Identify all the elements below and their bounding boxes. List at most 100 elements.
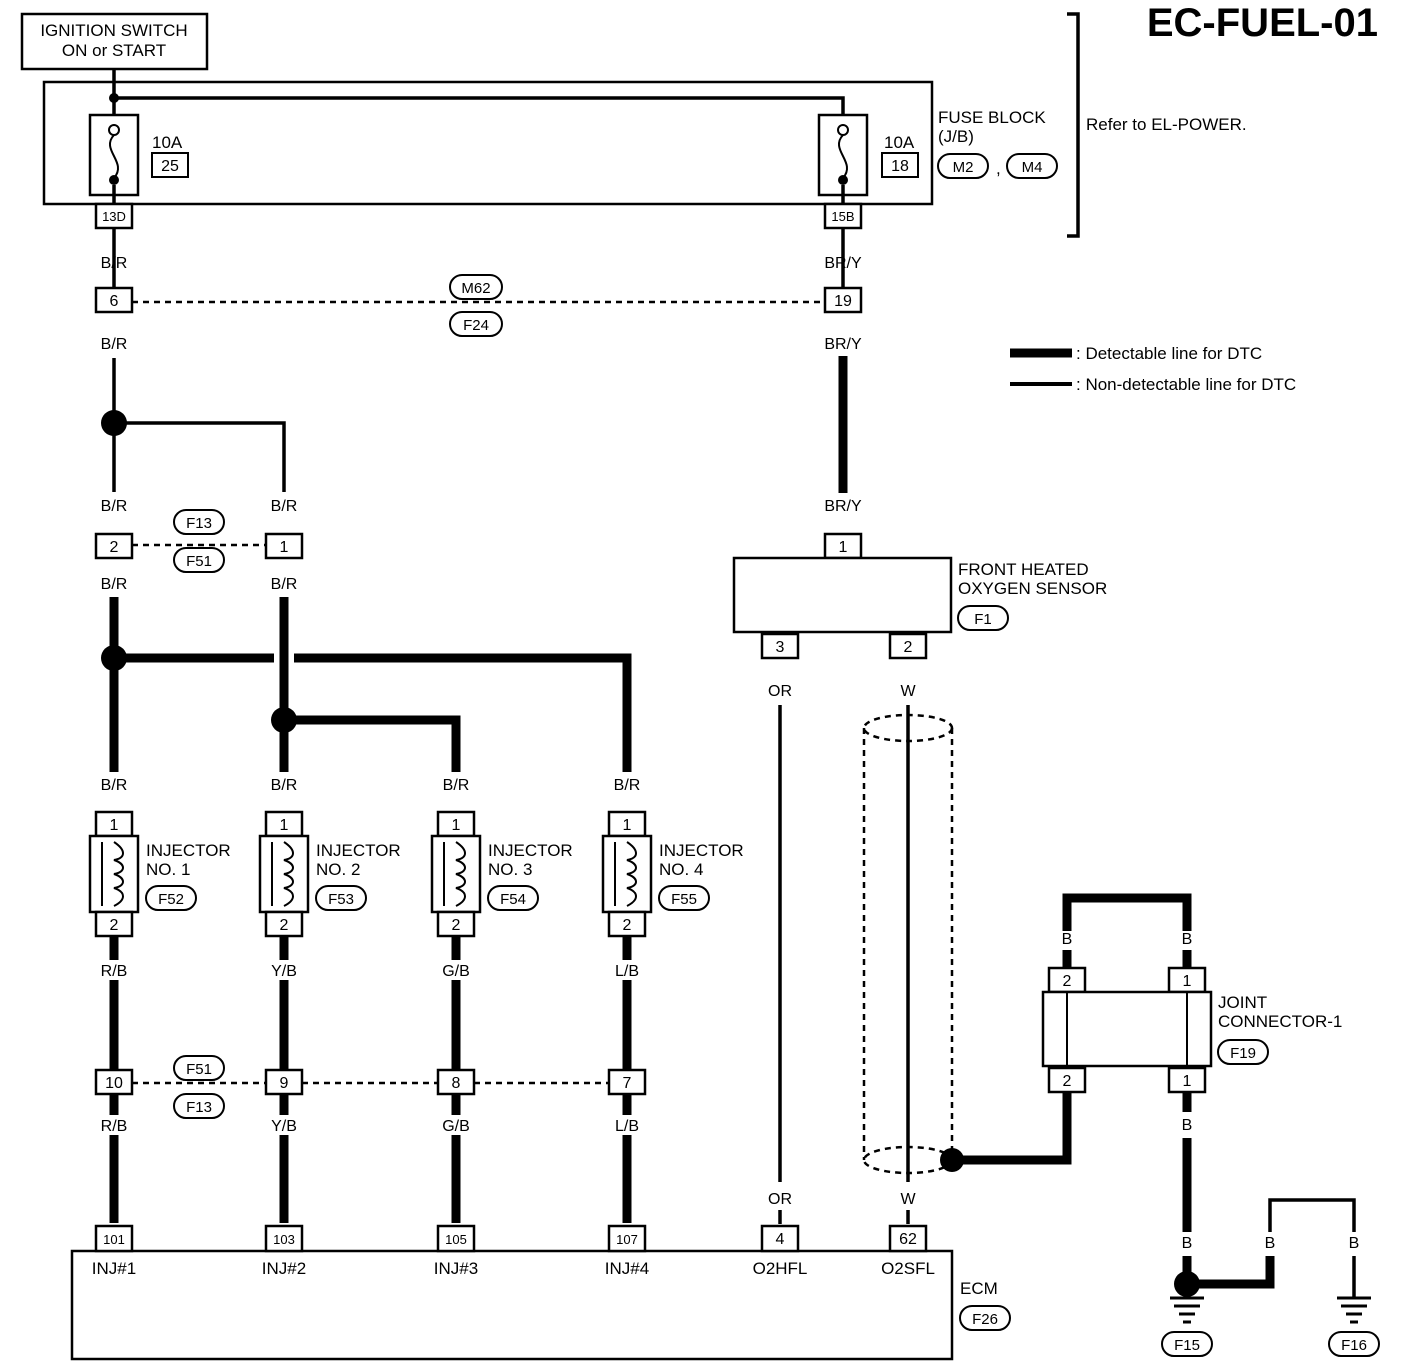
inj4-label-line2: NO. 4 xyxy=(659,860,703,879)
m62-pin-right: 19 xyxy=(834,293,852,310)
conn-f13-upper: F13 xyxy=(186,515,212,532)
ignition-label-line1: IGNITION SWITCH xyxy=(40,21,187,40)
f51-pin-9: 9 xyxy=(280,1075,289,1092)
legend-non-detectable: : Non-detectable line for DTC xyxy=(1076,375,1296,394)
gnd-wire-b-2: B xyxy=(1182,1235,1193,1252)
inj1-label-line2: NO. 1 xyxy=(146,860,190,879)
wire-label-gb-1: G/B xyxy=(442,963,470,980)
jc-pin-top-right: 1 xyxy=(1183,973,1192,990)
m62-pin-left: 6 xyxy=(110,293,119,310)
fuse-block-label: FUSE BLOCK xyxy=(938,108,1046,127)
inj2-pin-top: 1 xyxy=(280,817,289,834)
inj4-wire-top: B/R xyxy=(614,777,641,794)
fuse-1-number: 25 xyxy=(161,158,179,175)
conn-f13-lower: F13 xyxy=(186,1099,212,1116)
wire-label-yb-2: Y/B xyxy=(271,1118,297,1135)
ecm-pin-4: 4 xyxy=(776,1231,785,1248)
fuse-2: 10A 18 xyxy=(817,113,919,197)
jc-label-line2: CONNECTOR-1 xyxy=(1218,1012,1342,1031)
inj3-conn: F54 xyxy=(500,891,526,908)
fuse-block-conn-sep: , xyxy=(996,159,1001,178)
inj3-pin-top: 1 xyxy=(452,817,461,834)
shield xyxy=(862,713,964,1175)
f51-pin-7: 7 xyxy=(623,1075,632,1092)
conn-f1: F1 xyxy=(974,611,992,628)
f13-pin-left: 2 xyxy=(110,539,119,556)
inj4-pin-top: 1 xyxy=(623,817,632,834)
ecm-label-o2sfl: O2SFL xyxy=(881,1259,935,1278)
f51-pin-10: 10 xyxy=(105,1075,123,1092)
f13-pin-right: 1 xyxy=(280,539,289,556)
gnd-wire-b-3: B xyxy=(1265,1235,1276,1252)
wire-label-or-1: OR xyxy=(768,683,792,700)
o2-pin-right: 2 xyxy=(904,639,913,656)
ecm-label-inj3: INJ#3 xyxy=(434,1259,478,1278)
inj2-wire-top: B/R xyxy=(271,777,298,794)
inj2-label-line2: NO. 2 xyxy=(316,860,360,879)
inj1-conn: F52 xyxy=(158,891,184,908)
wire-label-rb-1: R/B xyxy=(101,963,128,980)
ground-f15: F15 xyxy=(1161,1296,1213,1357)
o2-pin-top: 1 xyxy=(839,539,848,556)
ecm: 101 103 105 107 4 62 INJ#1 INJ#2 INJ#3 I… xyxy=(70,1224,1011,1361)
wire-label-br-3: B/R xyxy=(101,498,128,515)
fuse-block-jb: (J/B) xyxy=(938,127,974,146)
wire-label-w-1: W xyxy=(900,683,916,700)
inj4-pin-bottom: 2 xyxy=(623,917,632,934)
fuse-block-conn-m2: M2 xyxy=(953,159,974,176)
connector-m62-f24: 6 19 M62 F24 xyxy=(94,274,863,337)
fuse-1-amp: 10A xyxy=(152,133,183,152)
gnd-wire-b-4: B xyxy=(1349,1235,1360,1252)
fuse-block-conn-m4: M4 xyxy=(1022,159,1043,176)
connector-f51-f13-lower: 10 9 8 7 F51 F13 xyxy=(94,1055,647,1119)
wire-label-br-5: B/R xyxy=(101,576,128,593)
ecm-label-inj4: INJ#4 xyxy=(605,1259,649,1278)
diagram-title: EC-FUEL-01 xyxy=(1147,1,1378,45)
legend: : Detectable line for DTC : Non-detectab… xyxy=(1010,344,1296,394)
inj2-label-line1: INJECTOR xyxy=(316,841,401,860)
wire-label-lb-1: L/B xyxy=(615,963,639,980)
jc-pin-bot-left: 2 xyxy=(1063,1073,1072,1090)
fuse-2-terminal: 15B xyxy=(831,209,854,224)
ground-wiring: B B B B xyxy=(1174,1092,1359,1298)
fuse-1-terminal: 13D xyxy=(102,209,126,224)
inj1-pin-bottom: 2 xyxy=(110,917,119,934)
ignition-switch: IGNITION SWITCH ON or START xyxy=(20,12,209,71)
injector-1: B/R 1 2 INJECTOR NO. 1 F52 xyxy=(88,777,231,938)
injector-4: B/R 1 2 INJECTOR NO. 4 F55 xyxy=(601,777,744,938)
inj2-pin-bottom: 2 xyxy=(280,917,289,934)
inj3-label-line1: INJECTOR xyxy=(488,841,573,860)
ecm-pin-107: 107 xyxy=(616,1232,638,1247)
wire-label-bry-1: BR/Y xyxy=(824,255,862,272)
jc-pin-bot-right: 1 xyxy=(1183,1073,1192,1090)
inj1-label-line1: INJECTOR xyxy=(146,841,231,860)
o2-sensor: 1 3 2 FRONT HEATED OXYGEN SENSOR F1 xyxy=(732,532,1107,660)
o2-label-line2: OXYGEN SENSOR xyxy=(958,579,1107,598)
ecm-pin-103: 103 xyxy=(273,1232,295,1247)
o2-label-line1: FRONT HEATED xyxy=(958,560,1089,579)
legend-detectable: : Detectable line for DTC xyxy=(1076,344,1262,363)
inj3-wire-top: B/R xyxy=(443,777,470,794)
fuse-2-number: 18 xyxy=(891,158,909,175)
wire-label-lb-2: L/B xyxy=(615,1118,639,1135)
refer-note: Refer to EL-POWER. xyxy=(1086,115,1247,134)
wire-label-yb-1: Y/B xyxy=(271,963,297,980)
jc-label-line1: JOINT xyxy=(1218,993,1267,1012)
inj1-wire-top: B/R xyxy=(101,777,128,794)
wire-label-w-2: W xyxy=(900,1191,916,1208)
connector-f13-f51-upper: 2 1 F13 F51 xyxy=(94,509,304,573)
inj4-conn: F55 xyxy=(671,891,697,908)
jc-pin-top-left: 2 xyxy=(1063,973,1072,990)
wire-label-br-6: B/R xyxy=(271,576,298,593)
ground-f16: F16 xyxy=(1328,1296,1380,1357)
wire-label-rb-2: R/B xyxy=(101,1118,128,1135)
wire-label-bry-2: BR/Y xyxy=(824,336,862,353)
inj2-conn: F53 xyxy=(328,891,354,908)
wire-label-gb-2: G/B xyxy=(442,1118,470,1135)
conn-f51-upper: F51 xyxy=(186,553,212,570)
ecm-label-inj1: INJ#1 xyxy=(92,1259,136,1278)
ecm-label-o2hfl: O2HFL xyxy=(753,1259,808,1278)
ecm-label-inj2: INJ#2 xyxy=(262,1259,306,1278)
wire-label-br-2: B/R xyxy=(101,336,128,353)
